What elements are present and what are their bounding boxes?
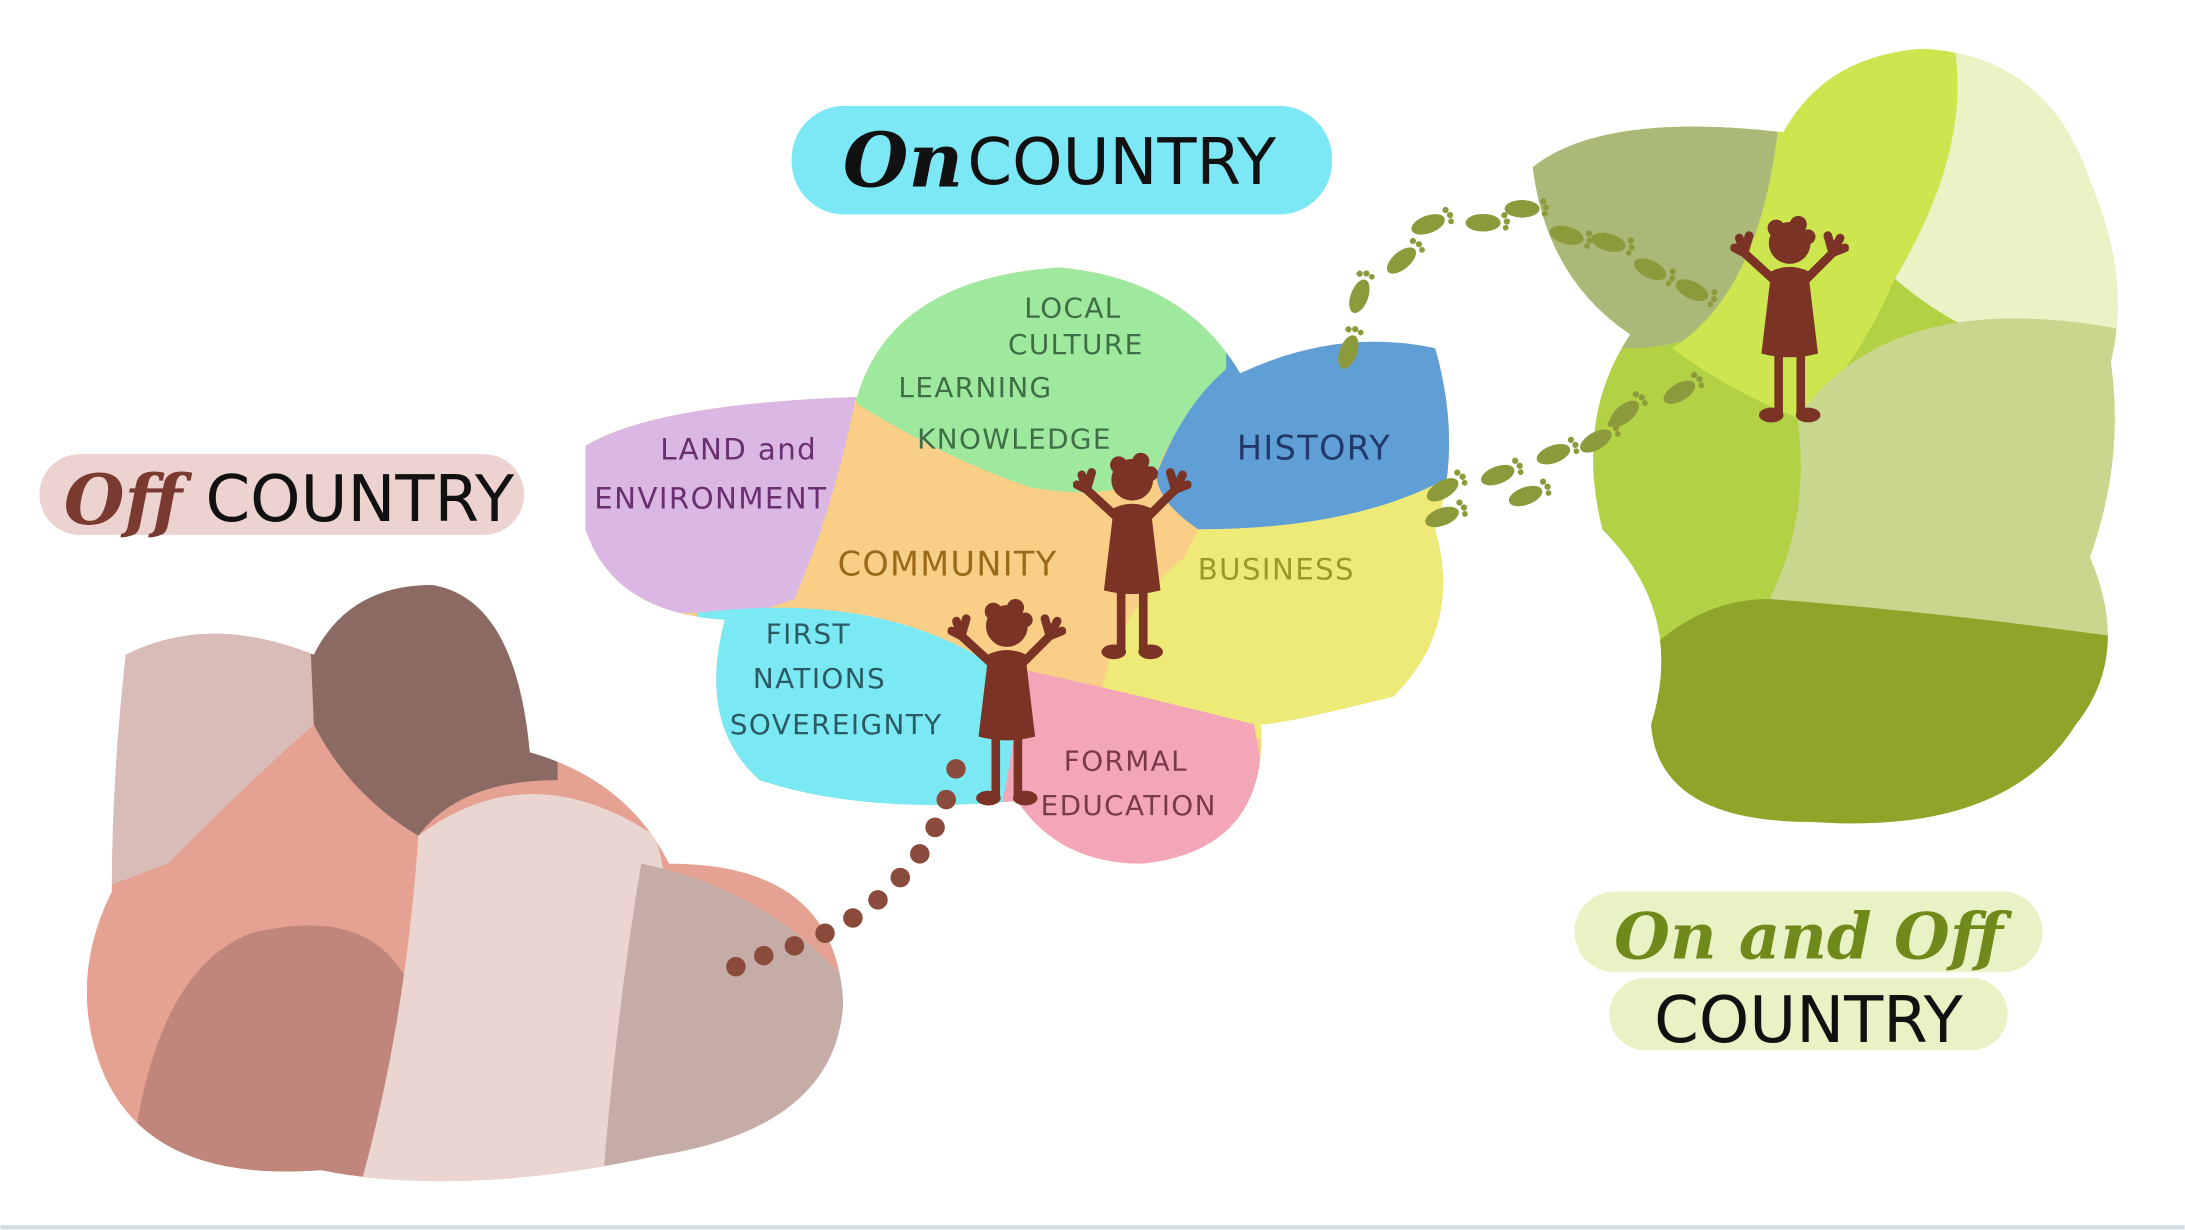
region-business: BUSINESS — [1198, 552, 1355, 586]
svg-text:COUNTRY: COUNTRY — [1654, 984, 1964, 1058]
svg-text:FORMAL: FORMAL — [1064, 744, 1188, 777]
svg-text:COUNTRY: COUNTRY — [967, 126, 1277, 200]
svg-text:SOVEREIGNTY: SOVEREIGNTY — [730, 708, 943, 741]
svg-text:COUNTRY: COUNTRY — [205, 463, 515, 537]
off-country-title: Off COUNTRY — [39, 454, 525, 541]
on-and-off-country-blob — [1532, 48, 2118, 824]
svg-text:Off: Off — [64, 460, 193, 541]
region-knowledge: KNOWLEDGE — [917, 423, 1112, 456]
region-local-culture: LOCAL CULTURE — [1008, 292, 1144, 361]
svg-text:On: On — [843, 116, 963, 205]
svg-text:LAND and: LAND and — [660, 433, 817, 467]
svg-text:On and Off: On and Off — [1614, 899, 2013, 974]
dotted-path — [726, 759, 966, 977]
region-first-nations-sovereignty: FIRST NATIONS SOVEREIGNTY — [730, 618, 943, 742]
on-and-off-country-title: On and Off COUNTRY — [1574, 891, 2043, 1058]
svg-text:LOCAL: LOCAL — [1024, 292, 1121, 325]
svg-text:NATIONS: NATIONS — [753, 662, 886, 695]
svg-text:ENVIRONMENT: ENVIRONMENT — [594, 481, 827, 515]
svg-text:FIRST: FIRST — [766, 618, 851, 651]
region-community: COMMUNITY — [838, 544, 1058, 583]
region-learning: LEARNING — [898, 371, 1052, 404]
region-history: HISTORY — [1237, 429, 1391, 468]
region-land-environment: LAND and ENVIRONMENT — [594, 433, 827, 516]
region-formal-education: FORMAL EDUCATION — [1041, 744, 1217, 822]
svg-text:CULTURE: CULTURE — [1008, 328, 1144, 361]
svg-text:EDUCATION: EDUCATION — [1041, 789, 1217, 822]
on-country-title: On COUNTRY — [791, 105, 1333, 215]
